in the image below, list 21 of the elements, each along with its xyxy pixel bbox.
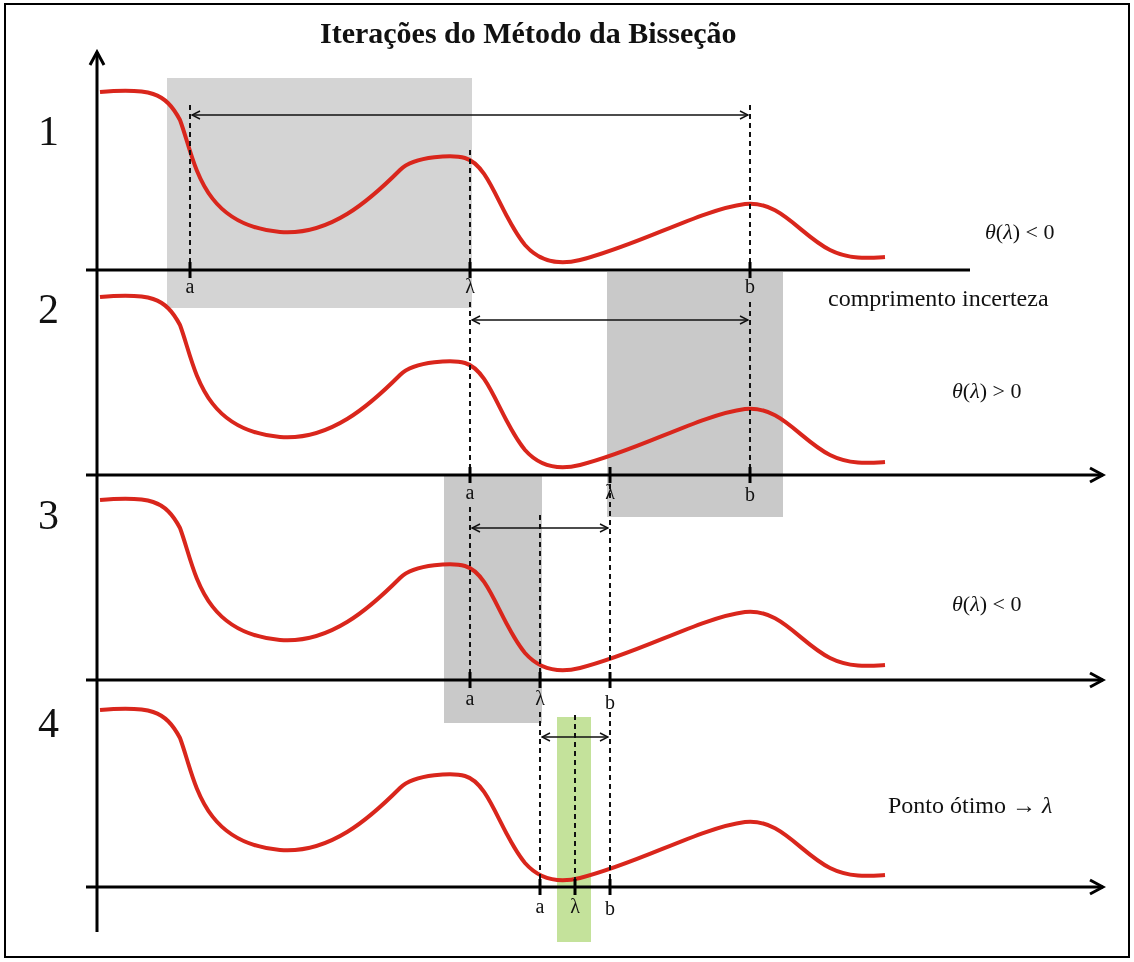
annotation-text: Ponto ótimo → λ: [888, 793, 1053, 817]
diagram-title: Iterações do Método da Bisseção: [320, 18, 737, 48]
axis-tick-label: λ: [570, 896, 580, 916]
axis-tick-label: λ: [465, 276, 475, 296]
axis-tick-label: b: [605, 898, 615, 918]
annotation-text: comprimento incerteza: [828, 286, 1049, 310]
axis-tick-label: a: [465, 688, 475, 708]
iteration-number: 1: [38, 110, 59, 152]
iteration-number: 4: [38, 702, 59, 744]
axis-tick-label: b: [605, 692, 615, 712]
axis-tick-label: a: [465, 482, 475, 502]
iteration-number: 3: [38, 494, 59, 536]
axis-tick-label: b: [745, 484, 755, 504]
axis-tick-label: λ: [535, 688, 545, 708]
condition-label: θ(λ) < 0: [952, 593, 1022, 615]
axis-tick-label: a: [185, 276, 195, 296]
iteration-number: 2: [38, 288, 59, 330]
axis-tick-label: a: [535, 896, 545, 916]
condition-label: θ(λ) < 0: [985, 221, 1055, 243]
axis-tick-label: b: [745, 276, 755, 296]
condition-label: θ(λ) > 0: [952, 380, 1022, 402]
